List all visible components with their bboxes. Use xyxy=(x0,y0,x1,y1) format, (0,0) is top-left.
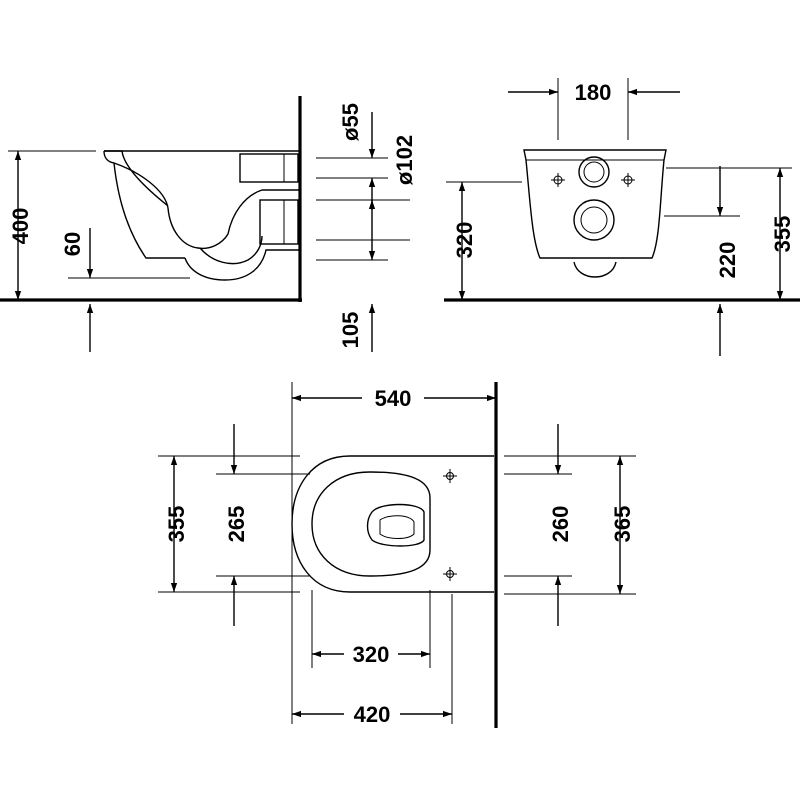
flush-inner xyxy=(379,515,415,539)
top-bolt-upper xyxy=(443,469,457,483)
seat-opening xyxy=(311,471,431,577)
side-view: 400 60 105 ø55 ø102 xyxy=(0,96,417,352)
bolt-hole-right xyxy=(621,173,635,187)
bowl-outer-curve xyxy=(184,249,300,281)
dim-540-label: 540 xyxy=(375,386,412,411)
dim-260-label: 260 xyxy=(548,506,573,543)
dim-355-rear-label: 355 xyxy=(770,216,795,253)
dim-355-top-label: 355 xyxy=(164,506,189,543)
dim-265-label: 265 xyxy=(224,506,249,543)
dim-102-label: ø102 xyxy=(392,135,417,185)
dim-320-top-label: 320 xyxy=(353,642,390,667)
flush-recess xyxy=(366,503,425,547)
dim-420-label: 420 xyxy=(354,702,391,727)
top-bolt-lower xyxy=(443,567,457,581)
outlet-block xyxy=(259,199,299,245)
dim-320-label: 320 xyxy=(452,222,477,259)
bowl-profile xyxy=(103,150,300,259)
top-view: 540 355 265 260 365 320 420 xyxy=(158,382,636,728)
rear-view: 180 320 220 355 xyxy=(444,78,800,356)
bowl-top-outline xyxy=(291,455,494,593)
dim-365-label: 365 xyxy=(610,506,635,543)
dim-400-label: 400 xyxy=(8,208,33,245)
inlet-circle xyxy=(578,156,610,188)
dim-180-label: 180 xyxy=(575,80,612,105)
bolt-hole-left xyxy=(551,173,565,187)
rear-outlet-spigot xyxy=(573,261,617,278)
dim-220-label: 220 xyxy=(715,242,740,279)
dim-55-label: ø55 xyxy=(338,103,363,141)
inlet-block xyxy=(239,153,299,183)
dim-105-label: 105 xyxy=(338,312,363,349)
inlet-inner-circle xyxy=(583,161,605,183)
rear-bowl-outline xyxy=(523,149,667,259)
dim-60-label: 60 xyxy=(60,232,85,256)
outlet-circle xyxy=(573,199,615,241)
outlet-inner-circle xyxy=(580,206,608,234)
